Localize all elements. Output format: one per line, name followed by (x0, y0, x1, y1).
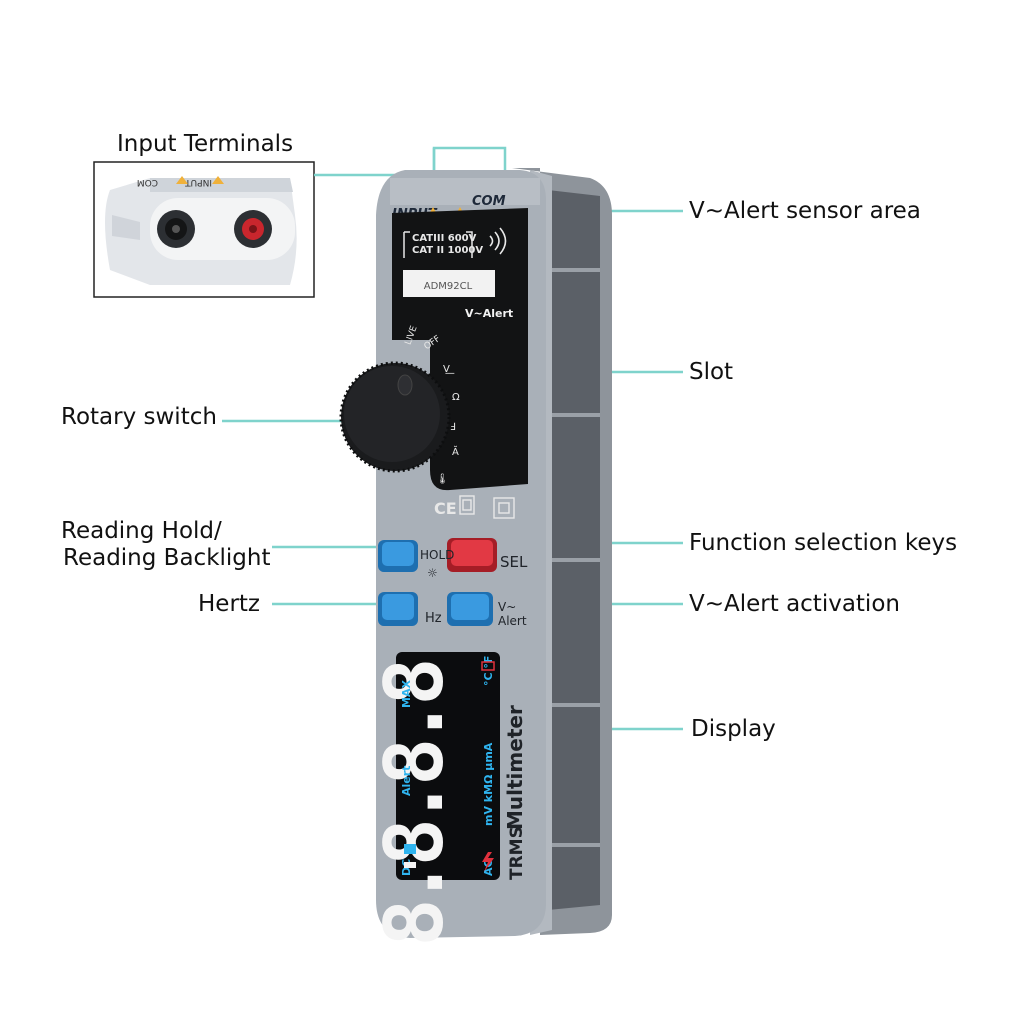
sel-label: SEL (500, 553, 528, 571)
svg-text:Ă: Ă (452, 445, 459, 458)
callout-reading-hold: Reading Hold/ (61, 518, 222, 544)
callout-rotary-switch: Rotary switch (61, 404, 217, 430)
hold-label: HOLD (420, 548, 454, 562)
callout-input-terminals: Input Terminals (117, 131, 294, 157)
lcd-ac: AC (482, 859, 495, 876)
lcd-temp: °C °F (482, 656, 495, 686)
callout-reading-backlight: Reading Backlight (63, 545, 271, 571)
inset-input-label: INPUT (185, 177, 212, 187)
callout-slot: Slot (689, 359, 734, 385)
hold-button-shape (378, 540, 418, 572)
hz-label: Hz (425, 611, 442, 626)
double-insulation-icon (493, 497, 515, 519)
brand-trms: TRMS (507, 826, 527, 880)
callout-display: Display (691, 716, 776, 742)
callout-valert-sensor: V~Alert sensor area (689, 198, 921, 224)
callout-hertz: Hertz (198, 591, 260, 617)
lcd-max: MAX (400, 680, 413, 708)
rotary-knob (339, 361, 451, 473)
terminals-inset: INPUT COM (93, 161, 315, 298)
cat-rating-1000: CAT II 1000V (412, 245, 483, 256)
ce-mark: CE (434, 499, 457, 518)
hz-button-shape (378, 592, 418, 626)
lcd-units: mV kMΩ µmA (482, 742, 495, 826)
lcd-digits: 8.8.8.8 (368, 662, 461, 947)
svg-text:Ω: Ω (452, 392, 460, 403)
sel-button-shape (447, 538, 497, 572)
valert-btn-v-label: V~ (498, 600, 516, 614)
valert-panel-label: V~Alert (465, 307, 513, 320)
svg-text:Ⅎ: Ⅎ (450, 422, 456, 433)
multimeter-device: INPUT COM CATIII 600V CAT II 1000V ADM92… (339, 168, 612, 947)
model-label: ADM92CL (424, 281, 473, 292)
svg-text:V͟: V͟ (443, 364, 455, 375)
inset-com-label: COM (137, 177, 158, 187)
backlight-icon: ☼ (427, 566, 438, 580)
lcd-alert: Alert (400, 766, 413, 796)
brand-multimeter: Multimeter (503, 705, 527, 830)
valert-button-shape (447, 592, 493, 626)
callout-valert-activation: V~Alert activation (689, 591, 900, 617)
cat-rating-600: CATIII 600V (412, 233, 477, 244)
valert-sensor-icon (489, 227, 507, 255)
lcd-display: 8.8.8.8 MAX Alert mV kMΩ µmA DC AC °C °F (368, 652, 500, 947)
callout-function-keys: Function selection keys (689, 530, 958, 556)
svg-text:🌡: 🌡 (436, 473, 449, 485)
com-label: COM (472, 194, 506, 209)
valert-btn-alert-label: Alert (498, 614, 527, 628)
